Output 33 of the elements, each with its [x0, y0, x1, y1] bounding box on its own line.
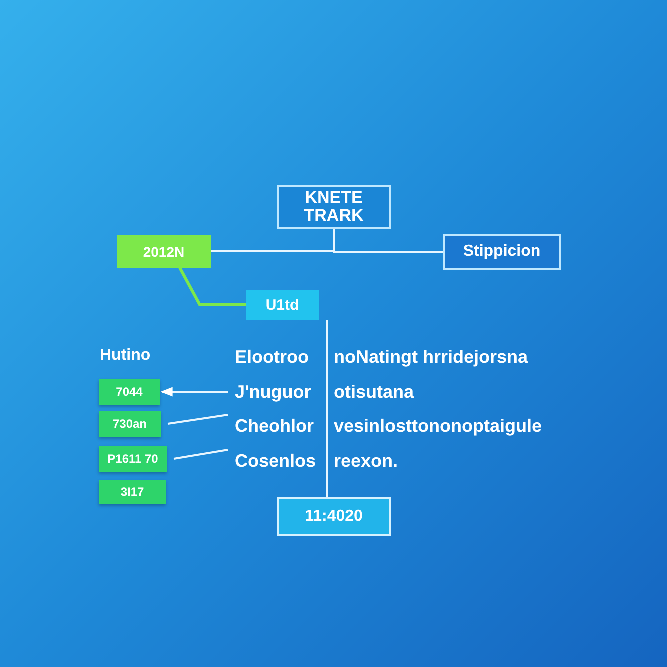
process-box — [246, 290, 319, 320]
text-phrase: Elootroo — [235, 346, 309, 368]
value-tag — [99, 446, 167, 472]
text-phrase: Cheohlor — [235, 416, 314, 436]
heading-text: Hutino — [100, 347, 151, 365]
value-tag — [99, 379, 160, 405]
connector-line — [178, 267, 246, 306]
process-box — [443, 234, 561, 270]
box-label: KNETE TRARK — [303, 189, 365, 225]
text-phrase: noNatingt hrridejorsna — [334, 346, 528, 368]
connector-line — [326, 320, 328, 497]
connector-line — [174, 449, 228, 460]
text-phrase: otisutana — [334, 382, 414, 402]
box-label: 7044 — [116, 385, 143, 399]
box-label: P1611 70 — [108, 452, 158, 466]
text-phrase: vesinlosttononoptaigule — [334, 416, 542, 436]
box-label: 730an — [112, 417, 148, 431]
connector-line — [333, 229, 443, 253]
arrow — [160, 387, 228, 397]
connector-line — [168, 414, 228, 425]
process-box — [117, 235, 211, 268]
text-phrase: J'nuguor — [235, 382, 312, 402]
text-phrase: reexon. — [334, 450, 398, 472]
title-box — [277, 185, 391, 229]
box-label: Stippicion — [463, 243, 541, 261]
value-tag — [99, 411, 161, 437]
box-label: 11:4020 — [305, 508, 363, 526]
time-box — [277, 497, 391, 536]
box-label: U1td — [266, 296, 300, 314]
box-label: 3I17 — [120, 485, 144, 499]
value-tag — [99, 480, 166, 504]
text-phrase: Cosenlos — [235, 450, 316, 472]
box-label: 2012N — [143, 244, 185, 260]
